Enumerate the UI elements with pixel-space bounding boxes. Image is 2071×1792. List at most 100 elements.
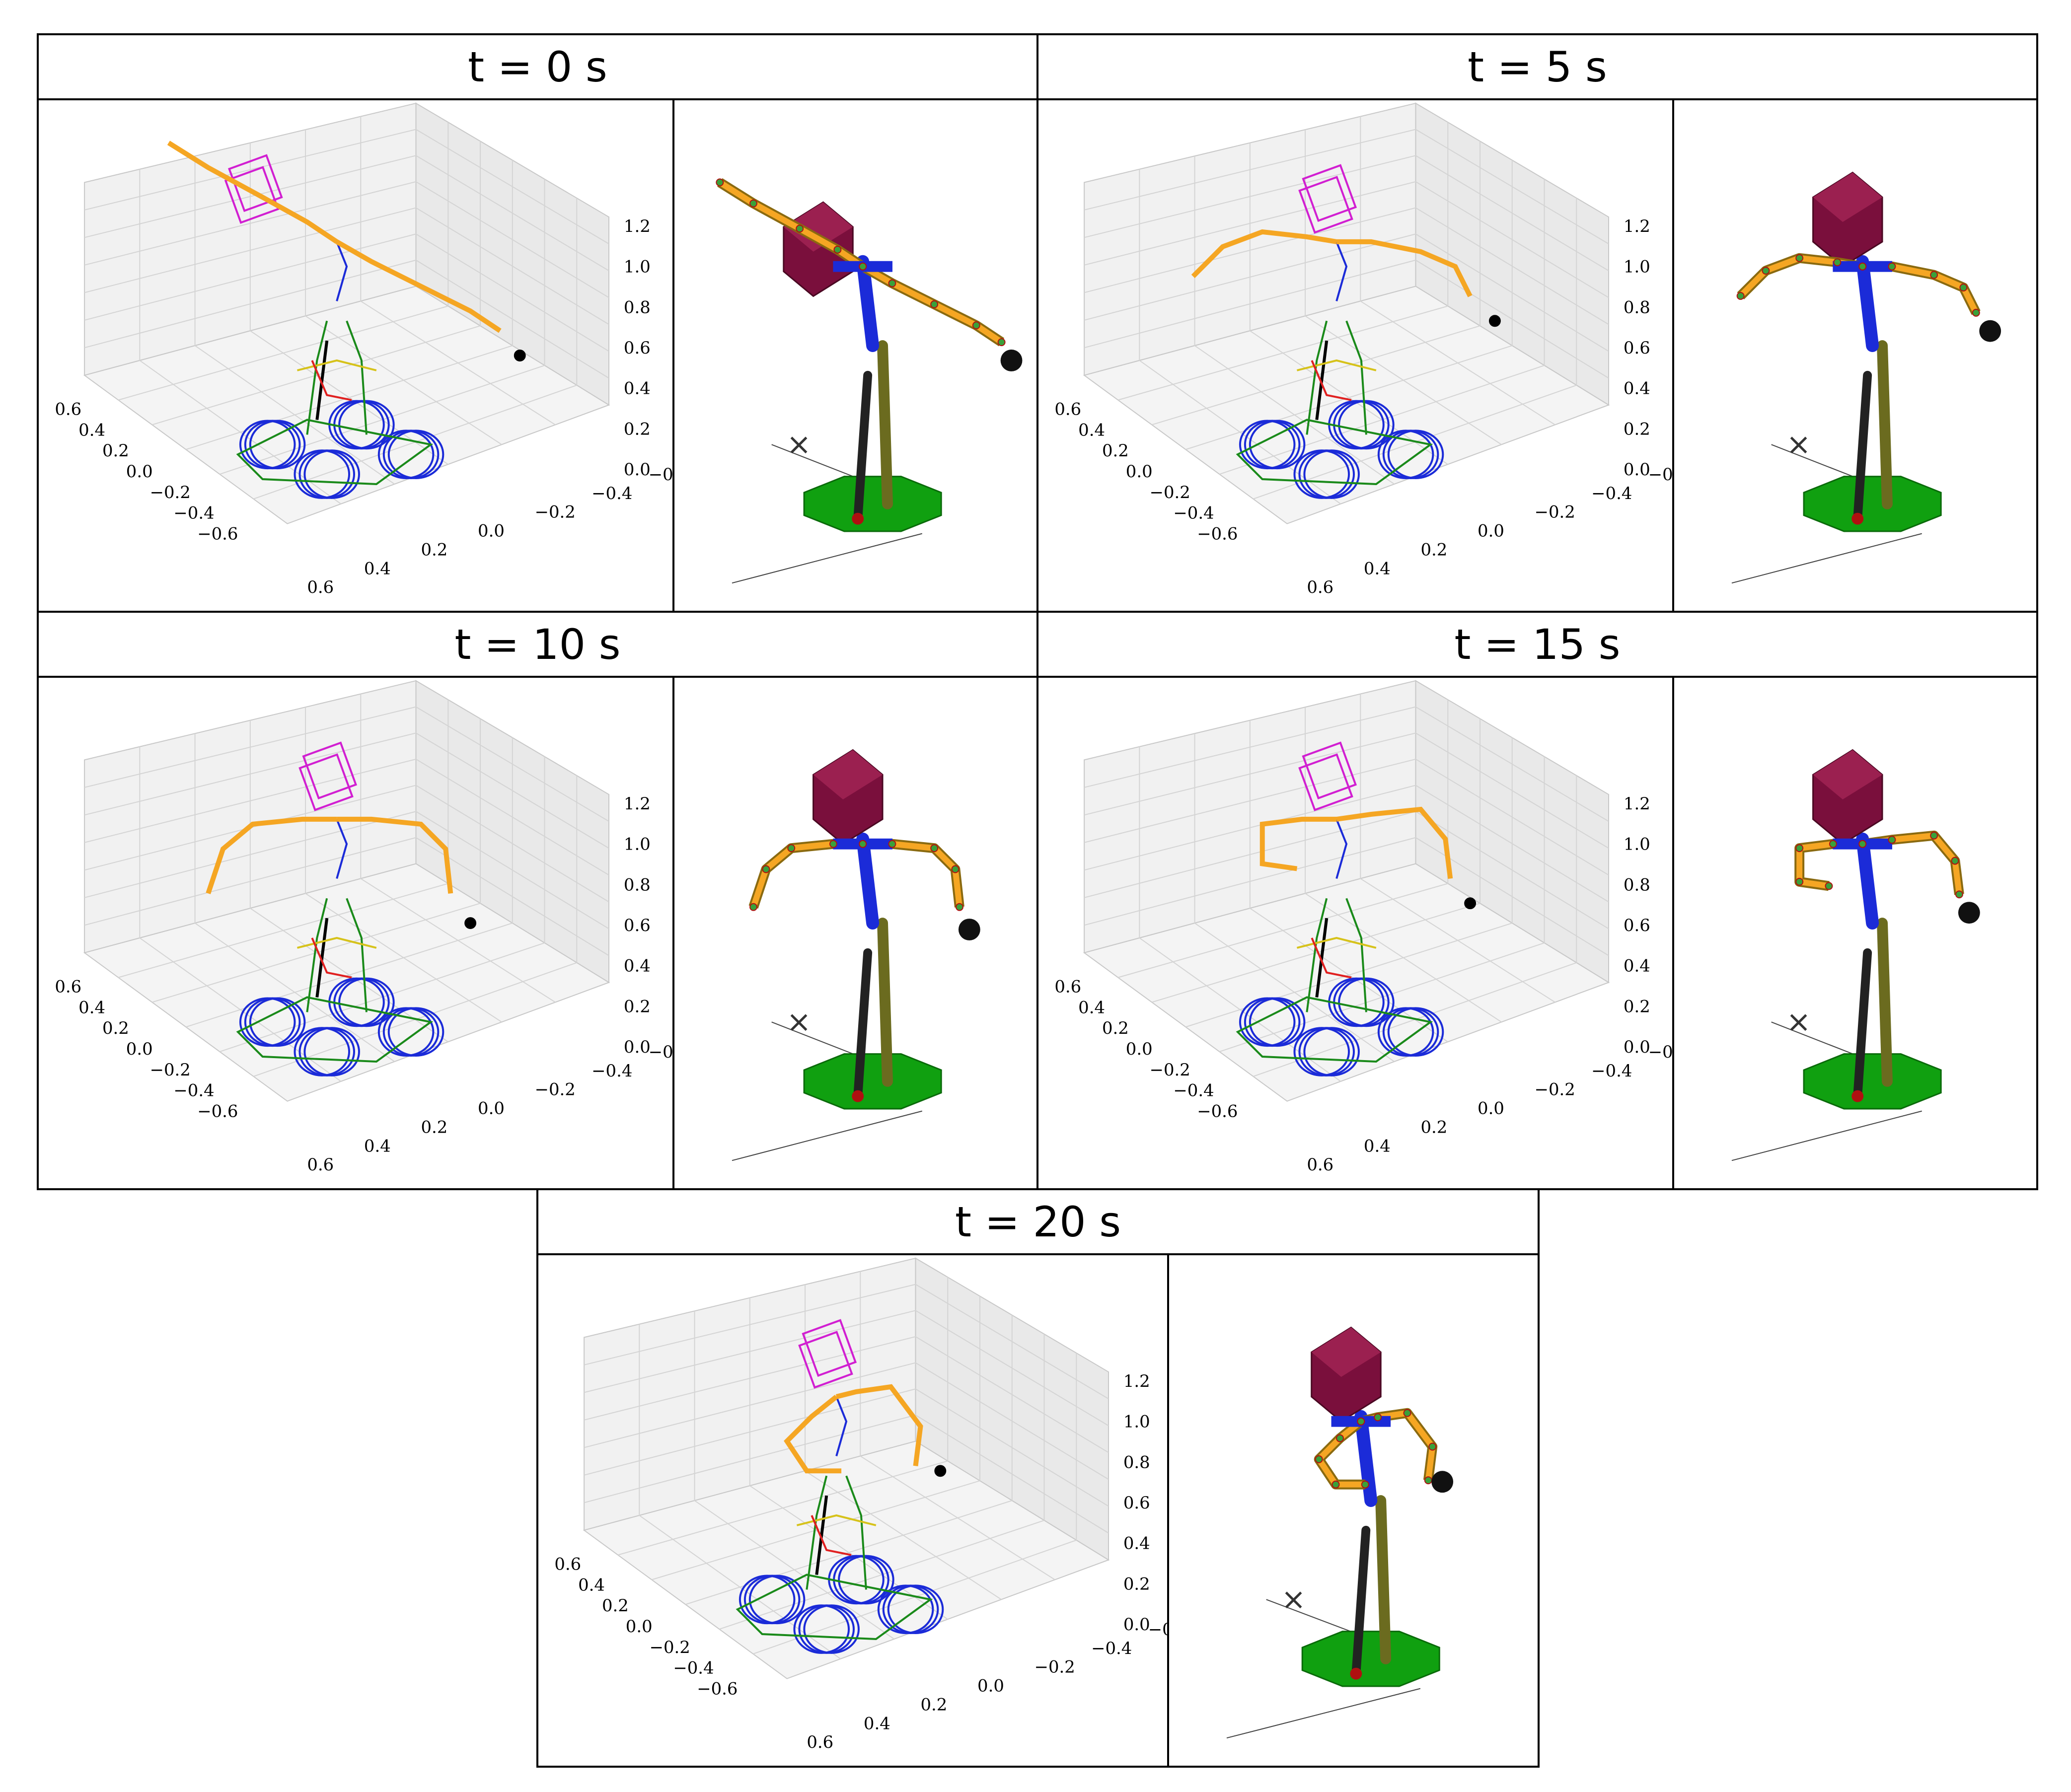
foot-ellipse: [1303, 1027, 1360, 1076]
z-tick-label: 0.0: [624, 1037, 651, 1057]
y-tick-label: 0.2: [102, 1018, 129, 1038]
joint-marker: [1829, 840, 1837, 848]
leg-wire: [806, 1475, 828, 1590]
base-outline: [236, 419, 434, 486]
grid-line: [1084, 732, 1609, 849]
grid-line: [1084, 207, 1609, 325]
y-tick-label: −0.6: [197, 524, 238, 544]
head-cube-top: [1813, 172, 1883, 222]
grid-line: [84, 811, 609, 930]
x-tick-label: 0.6: [807, 1732, 833, 1752]
joint-marker: [888, 840, 896, 848]
y-tick-label: −0.4: [173, 1081, 214, 1100]
base-outline: [236, 996, 434, 1063]
grid-line: [84, 181, 609, 298]
grid-line: [84, 785, 609, 903]
panel-title: t = 10 s: [39, 613, 1036, 678]
joint-marker: [1361, 1480, 1369, 1489]
grid-line: [1084, 785, 1609, 903]
z-tick-label: 0.2: [1123, 1574, 1150, 1593]
ground-plate: [803, 476, 942, 532]
foot-ellipse: [303, 449, 360, 499]
z-tick-label: 1.0: [1123, 1412, 1150, 1432]
grid-line: [1084, 181, 1609, 298]
z-tick-label: 0.4: [1123, 1534, 1150, 1553]
x-tick-label: −0.4: [1091, 1639, 1132, 1658]
head-wire: [1302, 741, 1357, 799]
y-tick-label: 0.0: [126, 1039, 153, 1059]
head-cube-top: [813, 750, 883, 800]
grid-lines: [84, 116, 609, 504]
joint-marker: [1955, 890, 1963, 899]
right-arm-shadow: [863, 839, 964, 908]
joint-marker: [796, 224, 804, 233]
head-wire: [298, 753, 354, 811]
z-tick-label: 0.6: [624, 338, 651, 358]
grid-line: [584, 1388, 1109, 1507]
hip-wire: [296, 359, 377, 371]
tick-labels: 1.21.00.80.60.40.20.00.60.40.20.0−0.2−0.…: [1054, 794, 1672, 1174]
head-wire: [1298, 753, 1353, 811]
ground-plate: [1803, 476, 1942, 532]
hip-wire: [796, 1514, 877, 1526]
z-tick-label: 0.0: [624, 460, 651, 479]
foot-ellipse: [1338, 400, 1395, 450]
y-tick-label: −0.2: [150, 1060, 191, 1079]
x-tick-label: 0.0: [1478, 1099, 1504, 1118]
rendered-robot-view: ×: [1672, 676, 2036, 1188]
z-tick-label: 1.0: [1624, 257, 1650, 277]
grid-line: [584, 1362, 1109, 1480]
target-ball: [934, 1465, 947, 1477]
x-tick-label: −0.2: [1035, 1657, 1075, 1677]
grid-line: [1360, 300, 1555, 426]
leg-wire: [346, 320, 368, 435]
z-tick-label: 0.0: [1624, 1037, 1650, 1057]
panel-title: t = 0 s: [39, 35, 1036, 100]
robot-wireframe: [1191, 164, 1501, 499]
y-tick-label: −0.6: [697, 1679, 738, 1699]
robot-render: ×: [1731, 749, 1980, 1161]
joint-marker: [1858, 262, 1867, 271]
x-tick-label: 0.4: [1364, 559, 1391, 578]
y-tick-label: 0.6: [1054, 977, 1081, 997]
joint-marker: [1825, 882, 1833, 890]
y-tick-label: 0.4: [1078, 998, 1105, 1017]
leg-segment: [1877, 340, 1893, 509]
y-tick-label: 0.6: [55, 400, 81, 419]
y-tick-label: −0.6: [1197, 524, 1238, 544]
y-tick-label: −0.2: [150, 483, 191, 502]
joint-marker: [1959, 284, 1968, 291]
shin-line: [1315, 918, 1329, 998]
leg-segment: [1351, 1525, 1371, 1678]
x-tick-label: −0.2: [1535, 502, 1575, 522]
grid-line: [84, 155, 609, 272]
render-svg: ×: [1731, 171, 2001, 584]
x-tick-label: 0.0: [977, 1676, 1004, 1696]
held-ball: [1958, 902, 1980, 924]
shin-line: [315, 340, 329, 420]
joint-marker: [1972, 308, 1980, 317]
joint-marker: [1930, 271, 1938, 279]
grid-line: [360, 878, 556, 1003]
ground-plate: [803, 1053, 942, 1110]
torso-segment: [1856, 255, 1879, 353]
target-ball: [464, 917, 477, 930]
y-tick-label: 0.0: [126, 462, 153, 481]
wireframe-svg: 1.21.00.80.60.40.20.00.60.40.20.0−0.2−0.…: [1054, 102, 1672, 597]
robot-wireframe: [1236, 741, 1477, 1076]
leg-wire: [845, 1475, 867, 1590]
wireframe-svg: 1.21.00.80.60.40.20.00.60.40.20.0−0.2−0.…: [554, 1257, 1167, 1752]
joint-marker: [951, 865, 960, 873]
foot-ellipse: [338, 400, 395, 450]
joint-marker: [829, 840, 837, 848]
x-tick-label: 0.6: [307, 1155, 334, 1174]
joint-marker: [1951, 857, 1959, 865]
x-tick-label: 0.6: [1307, 1155, 1333, 1174]
y-tick-label: 0.6: [55, 977, 81, 997]
head-cube-top: [1311, 1327, 1381, 1377]
grid-line: [84, 732, 609, 849]
axes-box: [83, 102, 610, 524]
